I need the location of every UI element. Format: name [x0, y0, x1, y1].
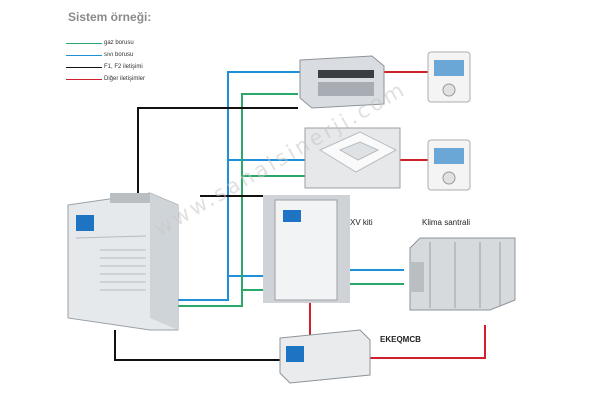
liquid-pipe-ducted: [165, 71, 300, 301]
gas-pipe-ducted: [165, 93, 298, 307]
air-handling-unit: [409, 237, 516, 311]
legend-label-gas: gaz borusu: [104, 40, 134, 46]
other-comm-lines: [309, 71, 486, 359]
ducted-indoor-unit: [299, 55, 385, 109]
remote-controller-2: [427, 139, 471, 191]
legend-label-other: Diğer iletişimler: [104, 76, 146, 82]
label-ekeqmcb: EKEQMCB: [380, 335, 421, 344]
legend-gas-pipe: gaz borusu: [66, 38, 134, 48]
legend-swatch-f1f2: [66, 66, 102, 68]
cassette-indoor-unit: [304, 127, 401, 189]
red-line-ekeqmcb-ahu: [368, 325, 486, 359]
legend-f1f2: F1, F2 iletişimi: [66, 62, 143, 72]
legend-swatch-gas: [66, 42, 102, 44]
f1f2-to-ekeqmcb: [114, 330, 280, 361]
label-xv-kit: XV kiti: [350, 218, 373, 227]
gas-pipes: [165, 93, 404, 307]
label-air-handler: Klima santrali: [422, 218, 471, 227]
ekeqmcb-unit: [279, 329, 371, 384]
legend-label-f1f2: F1, F2 iletişimi: [104, 64, 143, 70]
legend-swatch-other: [66, 78, 102, 80]
legend-swatch-liquid: [66, 54, 102, 56]
legend-liquid-pipe: sıvı borusu: [66, 50, 133, 60]
legend-other-comm: Diğer iletişimler: [66, 74, 145, 84]
diagram-title: Sistem örneği:: [68, 10, 152, 24]
remote-controller-1: [427, 51, 471, 103]
xv-kit-unit: [263, 195, 350, 303]
outdoor-unit: [67, 192, 179, 331]
liquid-pipes: [165, 71, 404, 301]
outdoor-logo: [76, 215, 94, 231]
legend-label-liquid: sıvı borusu: [104, 52, 134, 58]
